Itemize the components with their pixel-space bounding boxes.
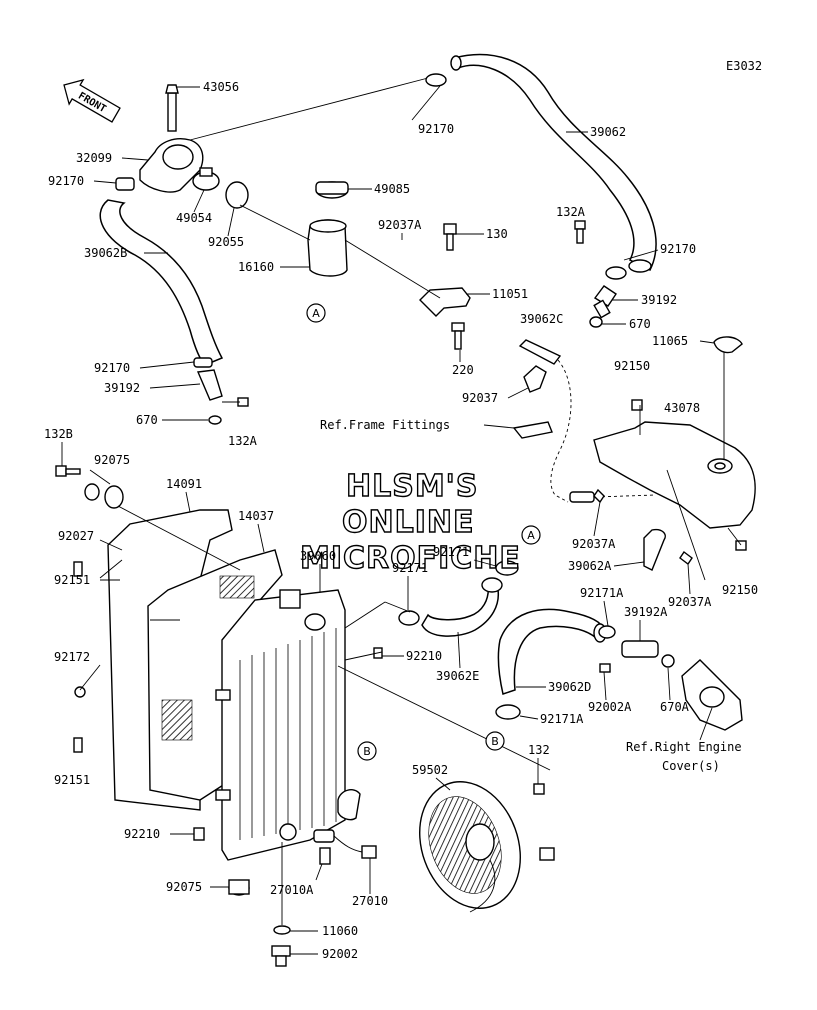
part-label: 220 [452,363,474,377]
part-label: 32099 [76,151,112,165]
part-label: 14091 [166,477,202,491]
marker-a-2: A [527,529,535,542]
part-label: 92037 [462,391,498,405]
hose-39062 [452,53,657,272]
part-label: 92171 [433,545,469,559]
hose-39062D [497,608,605,695]
part-label: 670 [136,413,158,427]
part-label: 92002 [322,947,358,961]
part-label: 43056 [203,80,239,94]
part-label: 92151 [54,773,90,787]
ref-engine-cover-line1: Ref.Right Engine [626,740,742,754]
part-label: 11065 [652,334,688,348]
part-label: 59502 [412,763,448,777]
marker-b-2: B [491,735,499,748]
part-label: 92027 [58,529,94,543]
part-label: 92170 [94,361,130,375]
part-label: 27010 [352,894,388,908]
diagram-code: E3032 [726,59,762,73]
part-label: 39060 [300,549,336,563]
part-label: 39192A [624,605,668,619]
part-label: 27010A [270,883,314,897]
part-label: 92055 [208,235,244,249]
part-label: 92075 [166,880,202,894]
part-label: 43078 [664,401,700,415]
part-label: 92150 [722,583,758,597]
radiator-core-39060 [221,589,346,861]
part-label: 132 [528,743,550,757]
part-label: 92210 [406,649,442,663]
part-label: 92171 [392,561,428,575]
part-label: 39062B [84,246,127,260]
reservoir-tank [593,421,756,529]
part-label: 11060 [322,924,358,938]
part-label: 92210 [124,827,160,841]
part-label: 670A [660,700,690,714]
watermark-line1: HLSM'S [346,469,478,504]
part-label: 92037A [378,218,422,232]
hose-39062B [99,199,224,366]
part-label: 39062 [590,125,626,139]
ref-engine-cover-line2: Cover(s) [662,759,720,773]
part-label: 49085 [374,182,410,196]
part-label: 49054 [176,211,212,225]
part-label: 670 [629,317,651,331]
watermark-line2: ONLINE [342,505,475,540]
part-label: 92151 [54,573,90,587]
part-label: 39062A [568,559,612,573]
part-label: 92172 [54,650,90,664]
part-label: 16160 [238,260,274,274]
radiator-fins [239,628,337,840]
part-label: 39062C [520,312,563,326]
part-label: 92037A [572,537,616,551]
part-label: 92002A [588,700,632,714]
part-label: 11051 [492,287,528,301]
part-label: 39192 [641,293,677,307]
part-label: 130 [486,227,508,241]
marker-a-1: A [312,307,320,320]
front-arrow: FRONT [63,78,121,123]
part-label: 92171A [540,712,584,726]
part-label: 39062E [436,669,479,683]
hose-39062E [421,582,500,637]
part-label: 14037 [238,509,274,523]
cooling-fan-59502 [419,781,555,913]
ref-frame-fittings: Ref.Frame Fittings [320,418,450,432]
part-label: 92150 [614,359,650,373]
part-label: 92170 [48,174,84,188]
watermark-line3: MICROFICHE [300,541,521,576]
part-label: 92075 [94,453,130,467]
part-label: 39192 [104,381,140,395]
part-label: 92170 [418,122,454,136]
part-label: 92171A [580,586,624,600]
part-label: 92037A [668,595,712,609]
part-label: 132A [228,434,258,448]
part-label: 92170 [660,242,696,256]
part-label: 39062D [548,680,591,694]
part-label: 132B [44,427,73,441]
part-label: 132A [556,205,586,219]
marker-b-1: B [363,745,371,758]
